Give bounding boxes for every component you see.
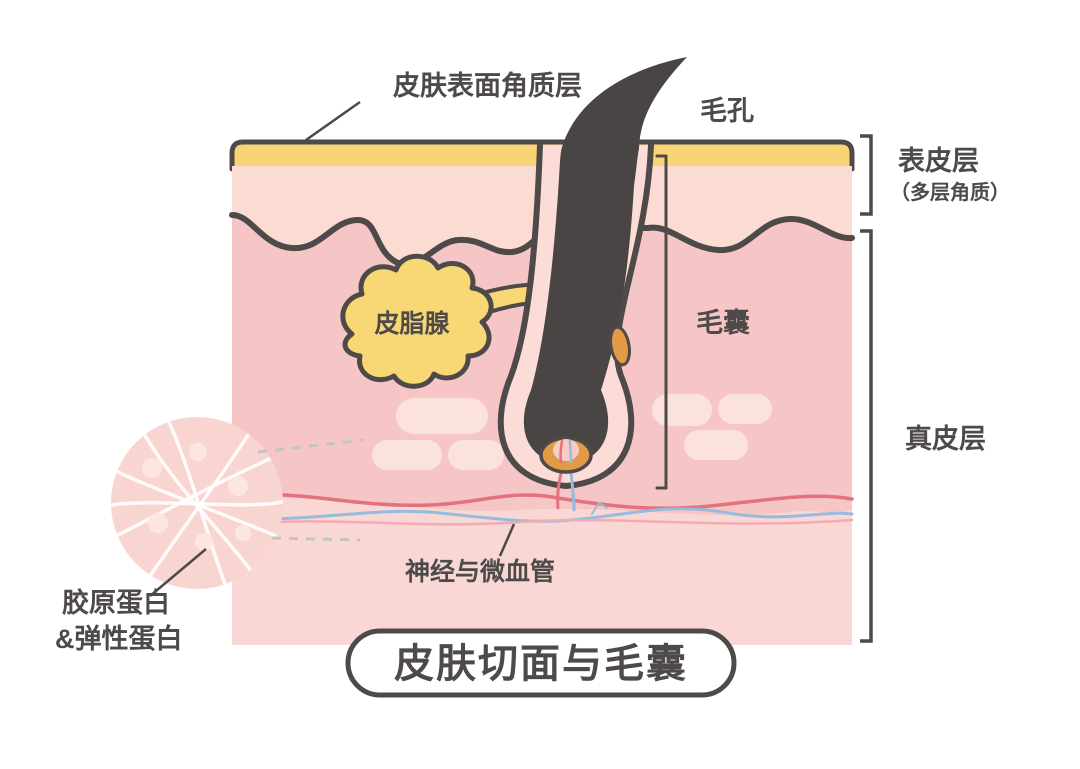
epidermis-note-label: （多层角质） — [890, 180, 1010, 204]
surface-keratin-line — [305, 100, 361, 142]
collagen-fibers — [111, 418, 283, 586]
dermis-bracket — [860, 229, 873, 643]
follicle-side-gland — [609, 325, 631, 367]
zoom-dashed-connectors — [257, 438, 365, 542]
papilla-threads — [559, 439, 573, 464]
hair-shaft — [523, 57, 687, 464]
sebaceous-gland: 皮脂腺 — [340, 253, 494, 389]
fat-cell-blobs — [372, 394, 772, 470]
follicle-label: 毛囊 — [696, 308, 750, 338]
surface-keratin-label: 皮肤表面角质层 — [393, 70, 582, 101]
follicle-wall-outline — [497, 142, 654, 490]
epidermis-dermis-boundary — [229, 212, 855, 268]
nerves-line — [498, 523, 516, 557]
diagram-title: 皮肤切面与毛囊 — [345, 628, 737, 698]
hair-follicle — [497, 57, 687, 512]
nerve-vessel-lines — [230, 492, 854, 528]
title-text: 皮肤切面与毛囊 — [394, 642, 688, 686]
collagen-line — [149, 548, 207, 597]
follicle-measure-line — [655, 154, 668, 490]
subcutis-layer — [232, 497, 852, 645]
title-pill — [345, 628, 737, 698]
nerves-label: 神经与微血管 — [405, 557, 555, 586]
epidermis-label: 表皮层 — [898, 146, 979, 176]
sebaceous-gland-label: 皮脂腺 — [374, 310, 450, 338]
collagen-label-line2: &弹性蛋白 — [55, 623, 183, 654]
papilla-core — [553, 439, 579, 461]
pore-label: 毛孔 — [700, 96, 754, 126]
callouts: 皮肤表面角质层 毛孔 毛囊 表皮层 （多层角质） 真皮层 神经与微血管 胶原蛋白… — [55, 70, 1010, 654]
collagen-zoom-circle — [111, 417, 365, 589]
dermis-label: 真皮层 — [905, 424, 986, 454]
collagen-dots — [142, 443, 251, 551]
collagen-label-line1: 胶原蛋白 — [62, 587, 170, 618]
epidermis-bracket — [860, 134, 873, 216]
sebaceous-gland-shape — [340, 253, 494, 389]
